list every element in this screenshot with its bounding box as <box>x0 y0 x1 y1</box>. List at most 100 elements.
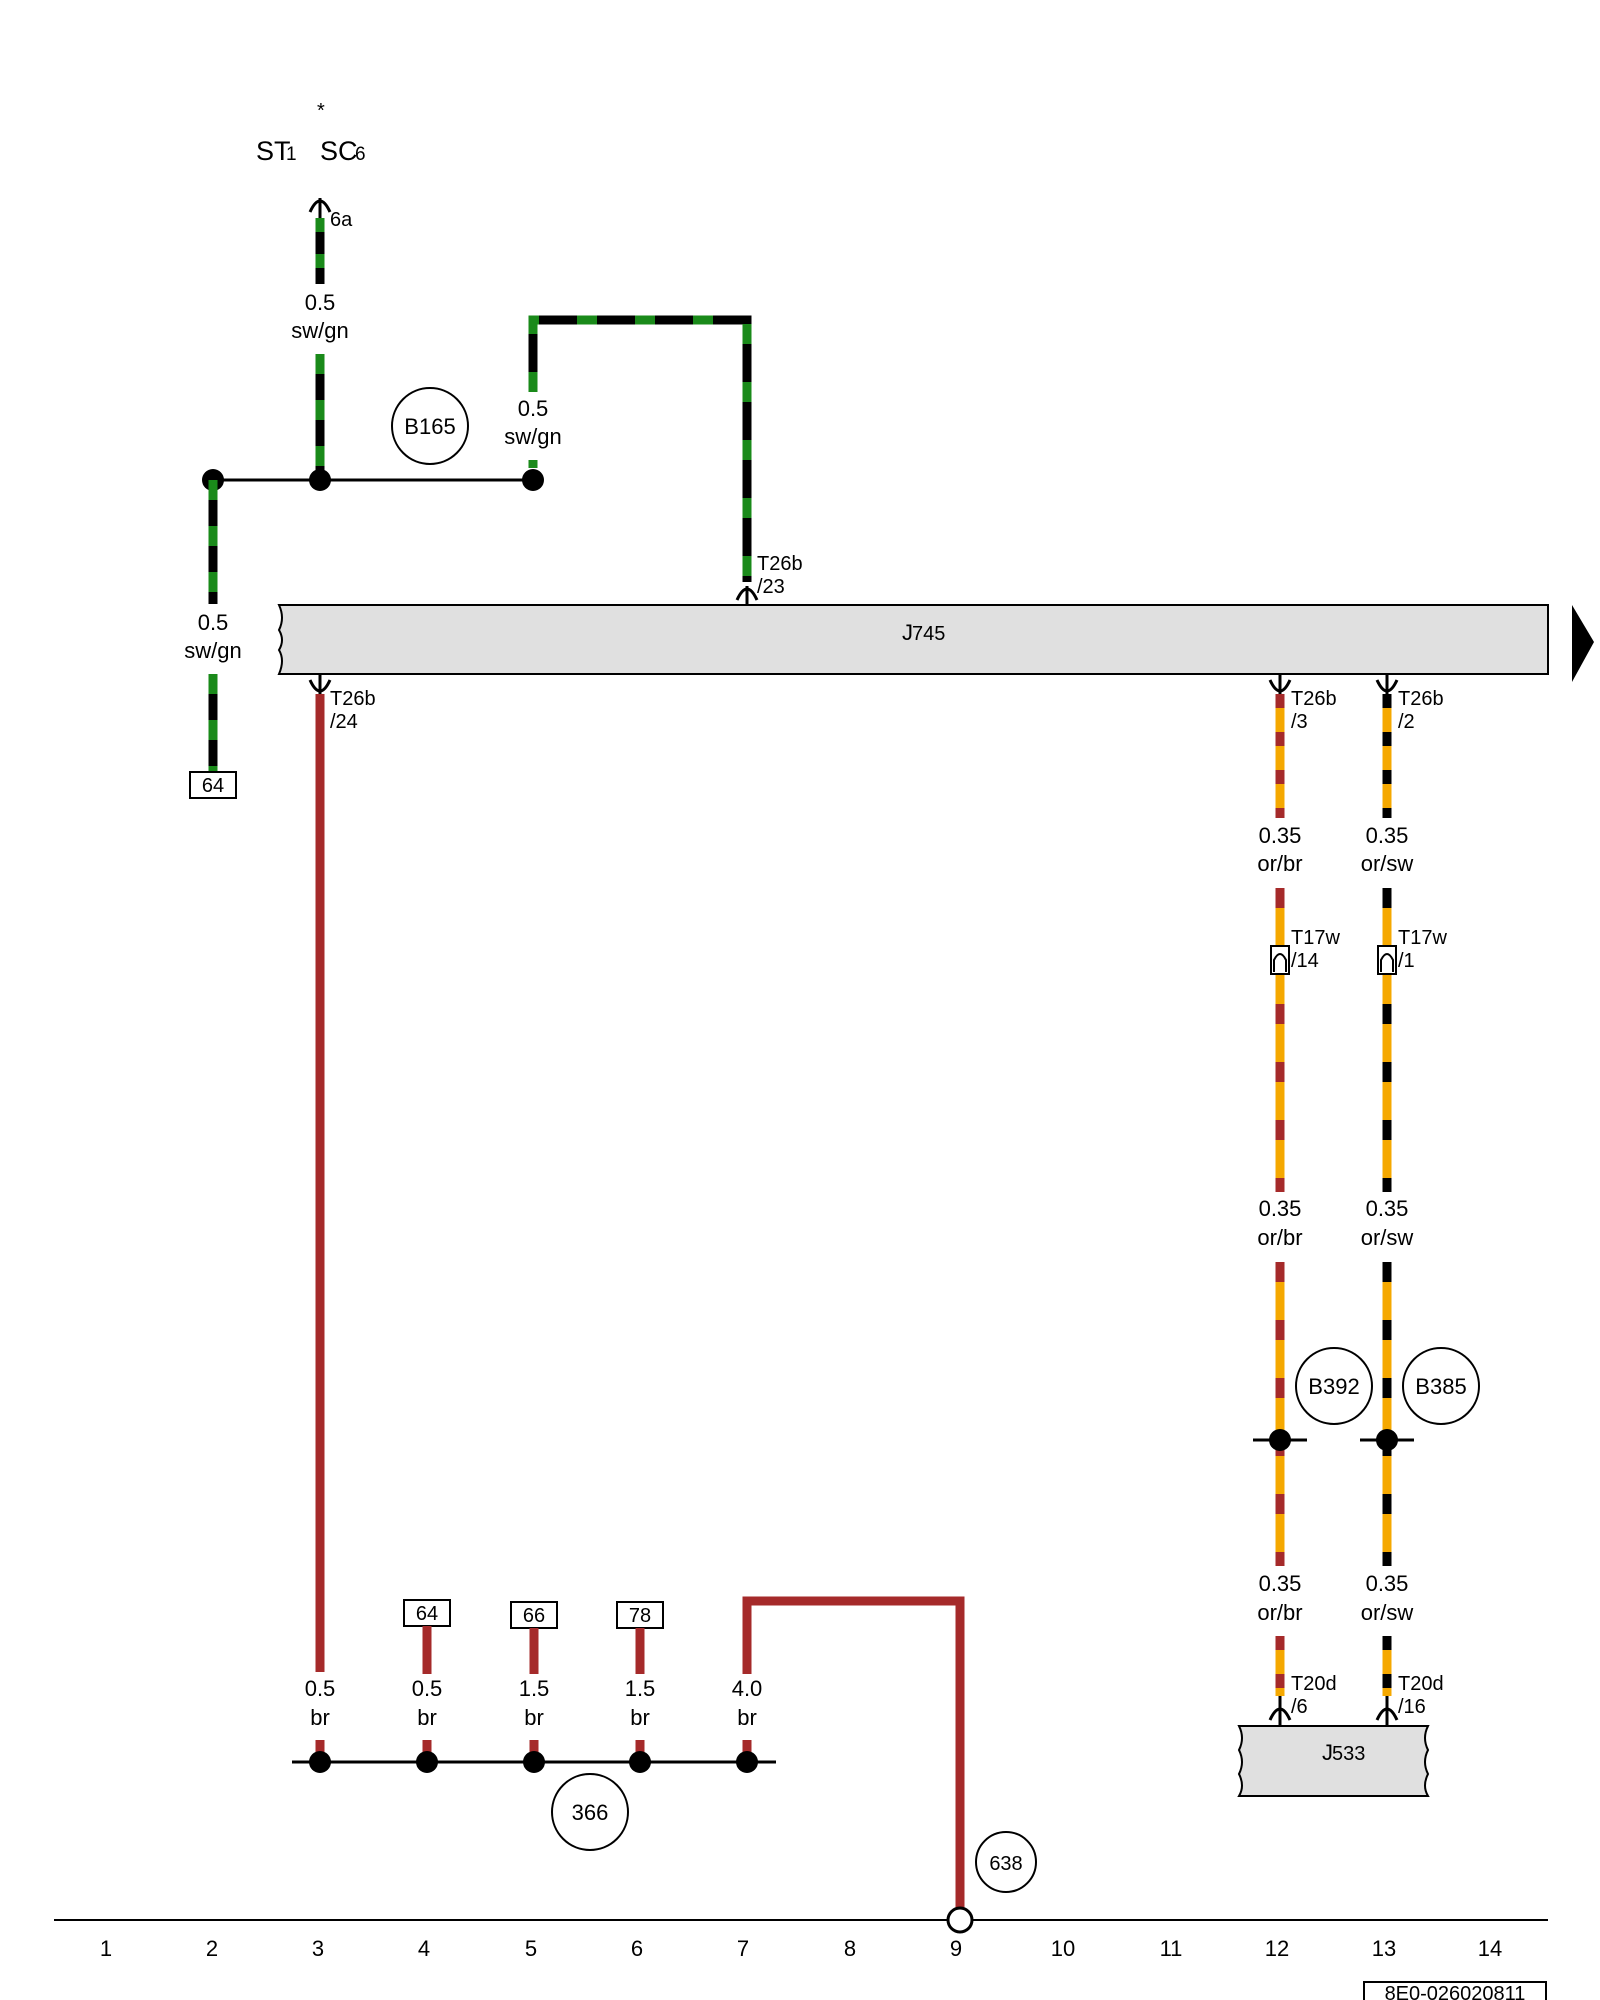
wire-orsw3-color: or/sw <box>1361 1600 1414 1625</box>
connector-t17w-1-pin: /1 <box>1398 950 1415 972</box>
connector-t26b-24-symbol <box>308 674 332 694</box>
connector-t20d-6-name: T20d <box>1291 1673 1337 1695</box>
wire-orbr3-color: or/br <box>1257 1600 1302 1625</box>
ref-box-78 <box>616 1601 664 1629</box>
connector-t26b-24-pin: /24 <box>330 711 358 733</box>
splice-b165-circle <box>391 387 469 465</box>
wire-orsw3-size: 0.35 <box>1366 1571 1409 1596</box>
wire-orbr1-size: 0.35 <box>1259 823 1302 848</box>
ground-638-circle <box>975 1831 1037 1893</box>
connector-t26b-3-symbol <box>1268 674 1292 694</box>
module-j533-prefix: J <box>1322 1740 1333 1765</box>
connector-t17w-14-name: T17w <box>1291 927 1340 949</box>
wire-br7-to-ground <box>742 1596 965 1908</box>
wire-b165-run-green <box>528 315 752 582</box>
wire-b165-color: sw/gn <box>504 424 561 449</box>
wire-orsw1-size: 0.35 <box>1366 823 1409 848</box>
connector-t26b-23-pin: /23 <box>757 576 785 598</box>
connector-t26b-2-symbol <box>1375 674 1399 694</box>
splice-b385-circle <box>1402 1347 1480 1425</box>
ruler-number: 14 <box>1478 1936 1502 1961</box>
drawing-code-label: 8E0-026020811 <box>1385 1983 1526 2000</box>
drawing-code-box <box>1363 1981 1547 2000</box>
ref-box-64-top <box>189 771 237 799</box>
wire-64a-color: sw/gn <box>184 638 241 663</box>
connector-t26b-23-symbol <box>735 586 759 605</box>
connector-t20d-6-symbol <box>1268 1696 1292 1725</box>
splice-366-circle <box>551 1773 629 1851</box>
ref-66-label: 66 <box>523 1605 545 1627</box>
ref-64-top-label: 64 <box>202 775 224 797</box>
ground-connection-point <box>946 1906 974 1934</box>
ref-64-bottom-label: 64 <box>416 1603 438 1625</box>
wire-64a-size: 0.5 <box>198 610 229 635</box>
wire-br7-size: 4.0 <box>732 1676 763 1701</box>
wire-sc6-size: 0.5 <box>305 290 336 315</box>
connector-t26b-24-name: T26b <box>330 688 376 710</box>
wire-orbr2-size: 0.35 <box>1259 1196 1302 1221</box>
module-j533 <box>1237 1725 1430 1797</box>
wire-br4-size: 0.5 <box>412 1676 443 1701</box>
connector-t26b-3-pin: /3 <box>1291 711 1308 733</box>
connector-t17w-14-symbol <box>1273 953 1287 972</box>
ruler-number: 7 <box>737 1936 749 1961</box>
wire-orbr1-color: or/br <box>1257 851 1302 876</box>
wire-orsw2-color: or/sw <box>1361 1225 1414 1250</box>
wire-br3-size: 0.5 <box>305 1676 336 1701</box>
wire-sc6-color: sw/gn <box>291 318 348 343</box>
module-j745-prefix: J <box>902 620 913 645</box>
connector-t26b-23-name: T26b <box>757 553 803 575</box>
ruler-number: 10 <box>1051 1936 1075 1961</box>
connector-t17w-1-name: T17w <box>1398 927 1447 949</box>
wire-br7-color: br <box>737 1705 757 1730</box>
ref-78-label: 78 <box>629 1605 651 1627</box>
page-continue-arrow <box>1572 605 1594 682</box>
ruler-number: 11 <box>1160 1936 1183 1961</box>
ruler-number: 1 <box>100 1936 112 1961</box>
splice-366-node-5 <box>523 1751 545 1773</box>
ruler-number: 8 <box>844 1936 856 1961</box>
splice-b385-node <box>1376 1429 1398 1451</box>
connector-t20d-16-pin: /16 <box>1398 1696 1426 1718</box>
splice-366-node-6 <box>629 1751 651 1773</box>
ruler-number: 12 <box>1265 1936 1289 1961</box>
splice-b165-node-right <box>522 469 544 491</box>
splice-b385-label: B385 <box>1415 1374 1466 1399</box>
wire-orsw1-color: or/sw <box>1361 851 1414 876</box>
connector-t26b-2-name: T26b <box>1398 688 1444 710</box>
fuse-asterisk: * <box>317 100 325 122</box>
ruler-number: 4 <box>418 1936 430 1961</box>
connector-t20d-16-name: T20d <box>1398 1673 1444 1695</box>
wire-br6-color: br <box>630 1705 650 1730</box>
wire-br5-color: br <box>524 1705 544 1730</box>
connector-t26b-3-name: T26b <box>1291 688 1337 710</box>
wire-br4-color: br <box>417 1705 437 1730</box>
wire-br3-color: br <box>310 1705 330 1730</box>
wire-br6-size: 1.5 <box>625 1676 656 1701</box>
connector-t26b-2-pin: /2 <box>1398 711 1415 733</box>
wire-orbr3-size: 0.35 <box>1259 1571 1302 1596</box>
module-j745-number: 745 <box>912 623 945 645</box>
connector-t17w-1-box <box>1377 945 1397 975</box>
wire-b165-run-black <box>528 315 752 582</box>
ruler-number: 13 <box>1372 1936 1396 1961</box>
wire-br5-size: 1.5 <box>519 1676 550 1701</box>
ruler-number: 3 <box>312 1936 324 1961</box>
connector-t20d-6-pin: /6 <box>1291 1696 1308 1718</box>
fuse-terminal-symbol <box>308 198 332 220</box>
ruler-number: 6 <box>631 1936 643 1961</box>
splice-366-node-7 <box>736 1751 758 1773</box>
splice-b392-label: B392 <box>1308 1374 1359 1399</box>
ruler-number: 2 <box>206 1936 218 1961</box>
ruler-number: 5 <box>525 1936 537 1961</box>
ground-638-label: 638 <box>989 1853 1022 1875</box>
splice-b165-node-mid <box>309 469 331 491</box>
ref-box-66 <box>510 1601 558 1629</box>
fuse-sc-label: SC <box>320 136 358 166</box>
connector-t17w-1-symbol <box>1380 953 1394 972</box>
module-j745 <box>277 604 1549 675</box>
ruler-number: 9 <box>950 1936 962 1961</box>
connector-t17w-14-pin: /14 <box>1291 950 1319 972</box>
fuse-st-number: 1 <box>286 144 297 165</box>
